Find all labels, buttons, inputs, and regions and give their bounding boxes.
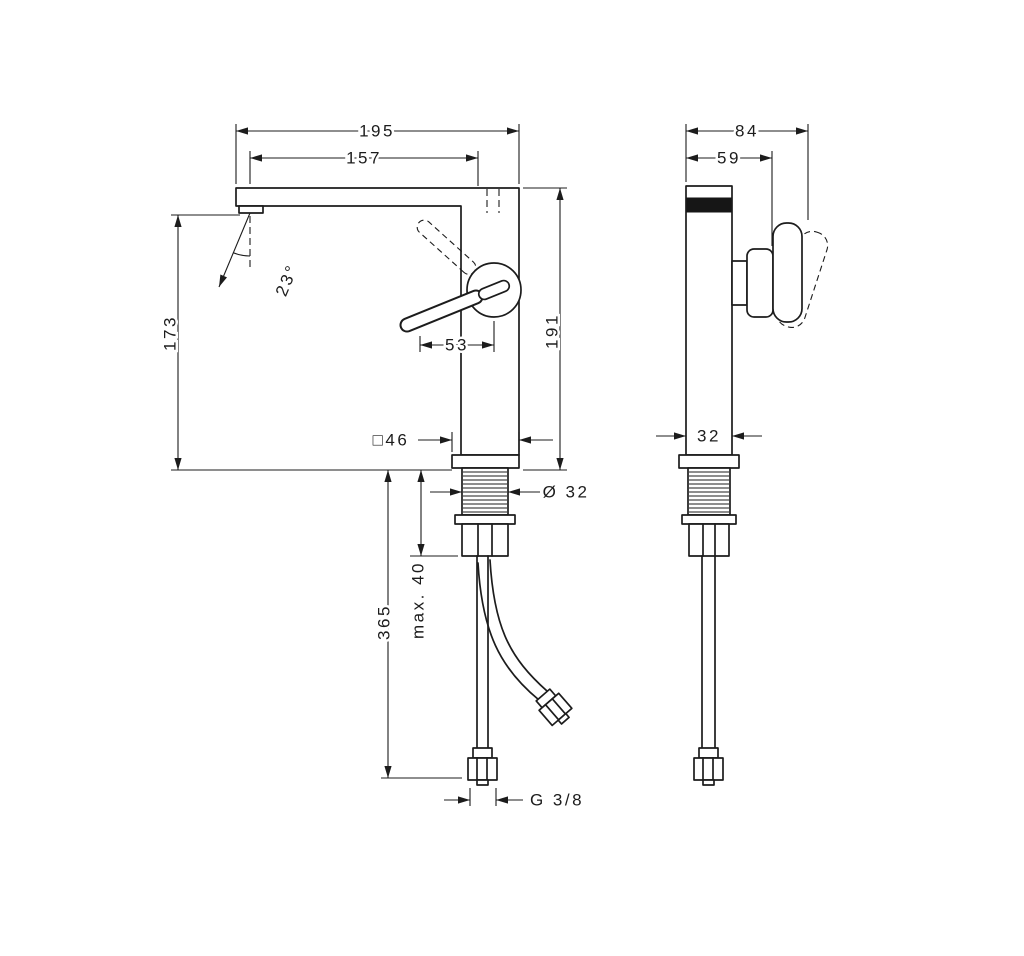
- dim-label-height-total: 191: [543, 313, 562, 349]
- faucet-body-front: [685, 185, 733, 456]
- dim-shank-diameter: Ø 32: [430, 480, 590, 504]
- dim-label-front-depth-handle: 59: [717, 149, 741, 168]
- dim-label-handle-length: 53: [445, 336, 469, 355]
- dim-label-height-spout: 173: [161, 315, 180, 351]
- dim-spray-angle: 23°: [215, 212, 305, 302]
- mounting-side: [451, 454, 520, 557]
- aerator: [238, 205, 264, 214]
- dim-thread: G 3/8: [444, 788, 584, 812]
- supply-hose-front: [693, 555, 724, 786]
- thread-hatching-front: [689, 471, 729, 513]
- handle-mount: [731, 260, 748, 306]
- dim-front-depth-total: 84: [685, 119, 809, 220]
- dim-front-depth-handle: 59: [686, 146, 773, 246]
- thread-hatching: [463, 471, 507, 513]
- front-view: 84 59 32: [656, 119, 829, 786]
- dim-reach-spout: 157: [249, 146, 479, 186]
- dim-label-base-square: □46: [373, 431, 410, 450]
- dim-label-front-depth-total: 84: [735, 122, 759, 141]
- dim-handle-length: 53: [419, 321, 495, 357]
- dim-label-reach-total: 195: [359, 122, 395, 141]
- dim-mounting-max: max. 40: [406, 470, 458, 641]
- dim-label-reach-spout: 157: [346, 149, 382, 168]
- handle-escutcheon: [746, 248, 774, 318]
- mounting-nut: [461, 523, 509, 557]
- dim-label-spray-angle: 23°: [272, 261, 302, 299]
- hose-connector-front: [693, 747, 724, 786]
- dim-label-thread: G 3/8: [530, 791, 584, 810]
- dim-base-square: □46: [370, 428, 553, 452]
- dim-front-width-body: 32: [656, 424, 762, 448]
- spout-opening: [686, 197, 732, 213]
- base-flange: [451, 454, 520, 469]
- handle-pivot: [477, 279, 511, 301]
- dim-hose-length: 365: [372, 470, 462, 779]
- faucet-spout-body: [235, 187, 520, 456]
- hose-connector: [467, 747, 498, 786]
- handle-side: [399, 219, 522, 333]
- washer: [454, 514, 516, 525]
- hose-connector-angled: [535, 688, 573, 727]
- supply-hoses: [467, 555, 573, 786]
- mounting-front: [678, 454, 740, 557]
- side-view: 195 157 23° 173: [158, 119, 590, 812]
- dim-label-mounting-max: max. 40: [409, 561, 428, 639]
- dim-label-shank-diameter: Ø 32: [543, 483, 590, 502]
- dim-label-front-width-body: 32: [697, 427, 721, 446]
- handle-front: [731, 222, 829, 329]
- dim-height-total: 191: [523, 187, 567, 471]
- dim-label-hose-length: 365: [375, 604, 394, 640]
- dim-height-spout: 173: [158, 214, 452, 471]
- handle-grip: [772, 222, 803, 323]
- dim-reach-total: 195: [235, 119, 520, 184]
